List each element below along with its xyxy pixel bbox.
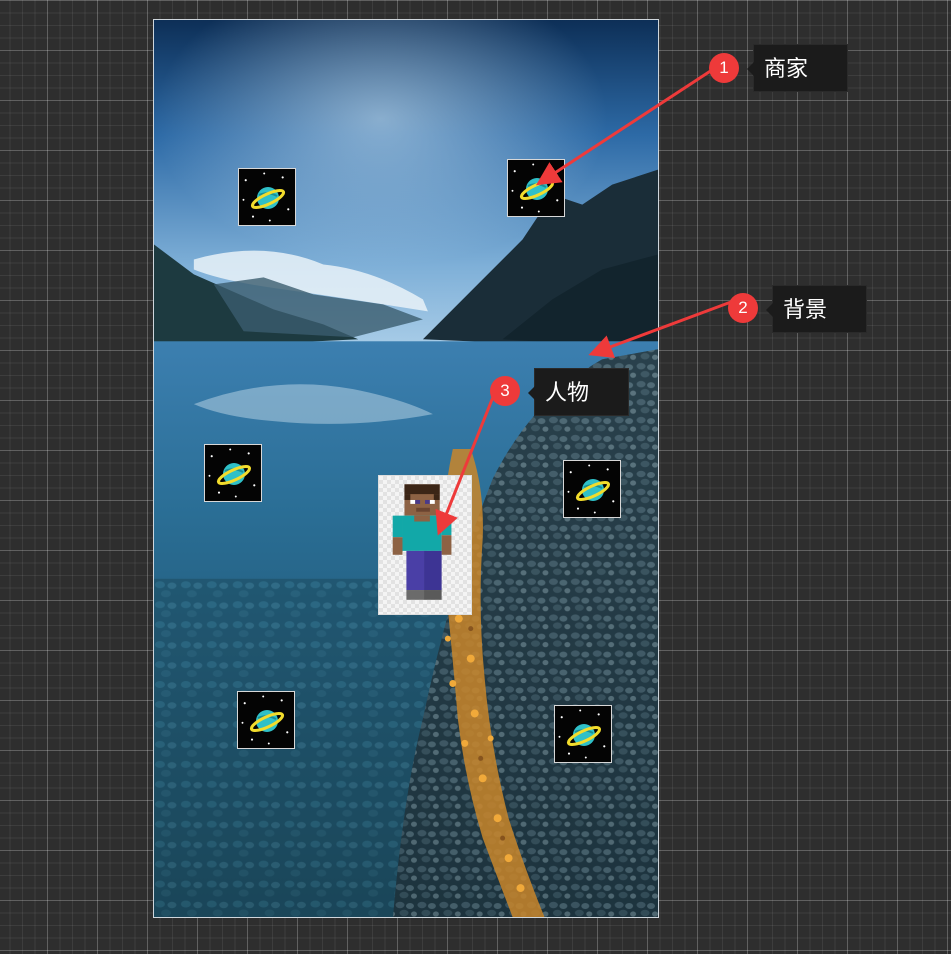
annotation-badge-2: 2 (728, 293, 758, 323)
annotation-label-background: 背景 (766, 285, 867, 333)
planet-icon (519, 178, 555, 200)
planet-icon (216, 463, 252, 485)
annotation-label-character: 人物 (528, 368, 629, 416)
merchant-icon-4[interactable] (563, 460, 621, 518)
game-canvas (153, 19, 659, 918)
character-sprite[interactable] (378, 475, 472, 615)
planet-icon (249, 710, 285, 732)
merchant-icon-5[interactable] (237, 691, 295, 749)
annotation-label-merchant: 商家 (747, 44, 848, 92)
planet-icon (250, 187, 286, 209)
merchant-icon-3[interactable] (204, 444, 262, 502)
annotation-badge-1: 1 (709, 53, 739, 83)
steve-figure-icon (392, 484, 452, 600)
merchant-icon-2[interactable] (507, 159, 565, 217)
planet-icon (566, 724, 602, 746)
merchant-icon-6[interactable] (554, 705, 612, 763)
merchant-icon-1[interactable] (238, 168, 296, 226)
planet-icon (575, 479, 611, 501)
annotation-badge-3: 3 (490, 376, 520, 406)
